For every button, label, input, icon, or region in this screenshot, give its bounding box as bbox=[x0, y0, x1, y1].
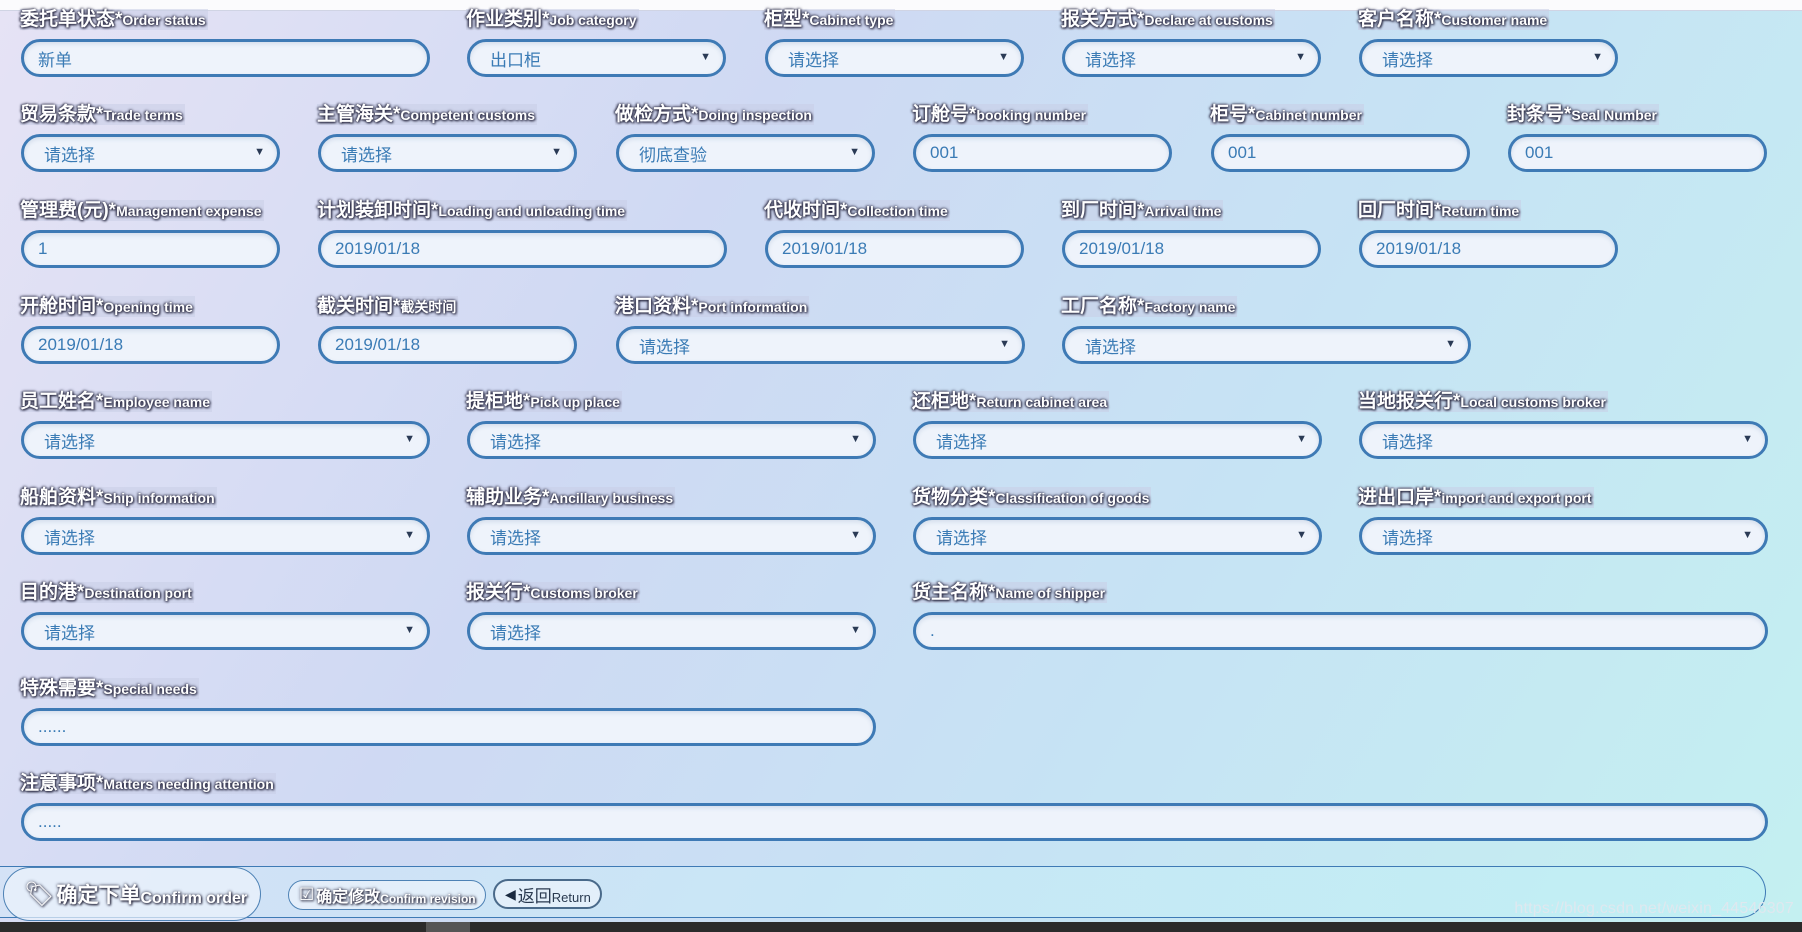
loading-time-label: 计划装卸时间*Loading and unloading time bbox=[317, 200, 628, 221]
chevron-down-icon: ▼ bbox=[849, 146, 860, 158]
chevron-down-icon: ▼ bbox=[1295, 51, 1306, 63]
chevron-down-icon: ▼ bbox=[999, 338, 1010, 350]
chevron-down-icon: ▼ bbox=[850, 529, 861, 541]
return-cabinet-area-select[interactable]: 请选择▼ bbox=[913, 421, 1322, 459]
management-expense-label: 管理费(元)*Management expense bbox=[20, 200, 264, 221]
trade-terms-label: 贸易条款*Trade terms bbox=[20, 104, 185, 125]
cabinet-type-label: 柜型*Cabinet type bbox=[764, 9, 896, 30]
cabinet-number-input[interactable]: 001 bbox=[1211, 134, 1470, 172]
booking-number-label: 订舱号*booking number bbox=[912, 104, 1089, 125]
chevron-down-icon: ▼ bbox=[998, 51, 1009, 63]
ancillary-business-label: 辅助业务*Ancillary business bbox=[466, 487, 676, 508]
customer-name-select[interactable]: 请选择▼ bbox=[1359, 39, 1618, 77]
pick-up-place-select[interactable]: 请选择▼ bbox=[467, 421, 876, 459]
job-category-label: 作业类别*Job category bbox=[466, 9, 639, 30]
destination-port-select[interactable]: 请选择▼ bbox=[21, 612, 430, 650]
local-customs-broker-select[interactable]: 请选择▼ bbox=[1359, 421, 1768, 459]
declare-customs-select[interactable]: 请选择▼ bbox=[1062, 39, 1321, 77]
chevron-down-icon: ▼ bbox=[850, 624, 861, 636]
arrival-time-label: 到厂时间*Arrival time bbox=[1061, 200, 1224, 221]
cutoff-time-label: 截关时间*截关时间 bbox=[317, 296, 459, 317]
chevron-down-icon: ▼ bbox=[404, 433, 415, 445]
doing-inspection-select[interactable]: 彻底查验▼ bbox=[616, 134, 875, 172]
chevron-down-icon: ▼ bbox=[404, 624, 415, 636]
checkbox-edit-icon: ☑ bbox=[299, 885, 315, 904]
chevron-down-icon: ▼ bbox=[1296, 529, 1307, 541]
import-export-port-label: 进出口岸*import and export port bbox=[1358, 487, 1594, 508]
collection-time-label: 代收时间*Collection time bbox=[764, 200, 950, 221]
chevron-down-icon: ▼ bbox=[1742, 529, 1753, 541]
chevron-down-icon: ▼ bbox=[254, 146, 265, 158]
return-time-input[interactable]: 2019/01/18 bbox=[1359, 230, 1618, 268]
import-export-port-select[interactable]: 请选择▼ bbox=[1359, 517, 1768, 555]
port-information-select[interactable]: 请选择▼ bbox=[616, 326, 1025, 364]
chevron-down-icon: ▼ bbox=[404, 529, 415, 541]
classification-goods-select[interactable]: 请选择▼ bbox=[913, 517, 1322, 555]
tag-icon: 🏷 bbox=[24, 880, 55, 908]
chevron-down-icon: ▼ bbox=[1592, 51, 1603, 63]
pick-up-place-label: 提柜地*Pick up place bbox=[466, 391, 622, 412]
action-bar bbox=[0, 866, 1766, 918]
special-needs-input[interactable]: ...... bbox=[21, 708, 876, 746]
competent-customs-select[interactable]: 请选择▼ bbox=[318, 134, 577, 172]
employee-name-select[interactable]: 请选择▼ bbox=[21, 421, 430, 459]
opening-time-label: 开舱时间*Opening time bbox=[20, 296, 195, 317]
cutoff-time-input[interactable]: 2019/01/18 bbox=[318, 326, 577, 364]
name-of-shipper-input[interactable]: . bbox=[913, 612, 1768, 650]
chevron-down-icon: ▼ bbox=[1296, 433, 1307, 445]
ship-information-select[interactable]: 请选择▼ bbox=[21, 517, 430, 555]
chevron-down-icon: ▼ bbox=[1445, 338, 1456, 350]
factory-name-select[interactable]: 请选择▼ bbox=[1062, 326, 1471, 364]
arrival-time-input[interactable]: 2019/01/18 bbox=[1062, 230, 1321, 268]
seal-number-input[interactable]: 001 bbox=[1508, 134, 1767, 172]
matters-attention-label: 注意事项*Matters needing attention bbox=[20, 773, 276, 794]
scroll-thumb[interactable] bbox=[426, 922, 470, 932]
destination-port-label: 目的港*Destination port bbox=[20, 582, 194, 603]
local-customs-broker-label: 当地报关行*Local customs broker bbox=[1358, 391, 1608, 412]
job-category-select[interactable]: 出口柜▼ bbox=[467, 39, 726, 77]
chevron-down-icon: ▼ bbox=[551, 146, 562, 158]
name-of-shipper-label: 货主名称*Name of shipper bbox=[912, 582, 1108, 603]
factory-name-label: 工厂名称*Factory name bbox=[1061, 296, 1238, 317]
loading-time-input[interactable]: 2019/01/18 bbox=[318, 230, 727, 268]
chevron-down-icon: ▼ bbox=[1742, 433, 1753, 445]
chevron-down-icon: ▼ bbox=[700, 51, 711, 63]
order-status-label: 委托单状态*Order status bbox=[20, 9, 208, 30]
seal-number-label: 封条号*Seal Number bbox=[1507, 104, 1659, 125]
ship-information-label: 船舶资料*Ship information bbox=[20, 487, 217, 508]
matters-attention-input[interactable]: ..... bbox=[21, 803, 1768, 841]
special-needs-label: 特殊需要*Special needs bbox=[20, 678, 199, 699]
trade-terms-select[interactable]: 请选择▼ bbox=[21, 134, 280, 172]
ancillary-business-select[interactable]: 请选择▼ bbox=[467, 517, 876, 555]
collection-time-input[interactable]: 2019/01/18 bbox=[765, 230, 1024, 268]
customs-broker-label: 报关行*Customs broker bbox=[466, 582, 640, 603]
classification-goods-label: 货物分类*Classification of goods bbox=[912, 487, 1152, 508]
booking-number-input[interactable]: 001 bbox=[913, 134, 1172, 172]
return-cabinet-area-label: 还柜地*Return cabinet area bbox=[912, 391, 1110, 412]
management-expense-input[interactable]: 1 bbox=[21, 230, 280, 268]
cabinet-number-label: 柜号*Cabinet number bbox=[1210, 104, 1364, 125]
return-time-label: 回厂时间*Return time bbox=[1358, 200, 1522, 221]
customer-name-label: 客户名称*Customer name bbox=[1358, 9, 1550, 30]
opening-time-input[interactable]: 2019/01/18 bbox=[21, 326, 280, 364]
port-information-label: 港口资料*Port information bbox=[615, 296, 810, 317]
customs-broker-select[interactable]: 请选择▼ bbox=[467, 612, 876, 650]
chevron-down-icon: ▼ bbox=[850, 433, 861, 445]
watermark: https://blog.csdn.net/weixin_44546307 bbox=[1514, 900, 1794, 917]
doing-inspection-label: 做检方式*Doing inspection bbox=[615, 104, 814, 125]
triangle-left-icon: ◀ bbox=[505, 885, 516, 902]
cabinet-type-select[interactable]: 请选择▼ bbox=[765, 39, 1024, 77]
competent-customs-label: 主管海关*Competent customs bbox=[317, 104, 537, 125]
window-top-edge bbox=[0, 0, 1802, 11]
order-status-input[interactable]: 新单 bbox=[21, 39, 430, 77]
bottom-strip bbox=[0, 922, 1802, 932]
declare-customs-label: 报关方式*Declare at customs bbox=[1061, 9, 1275, 30]
employee-name-label: 员工姓名*Employee name bbox=[20, 391, 213, 412]
